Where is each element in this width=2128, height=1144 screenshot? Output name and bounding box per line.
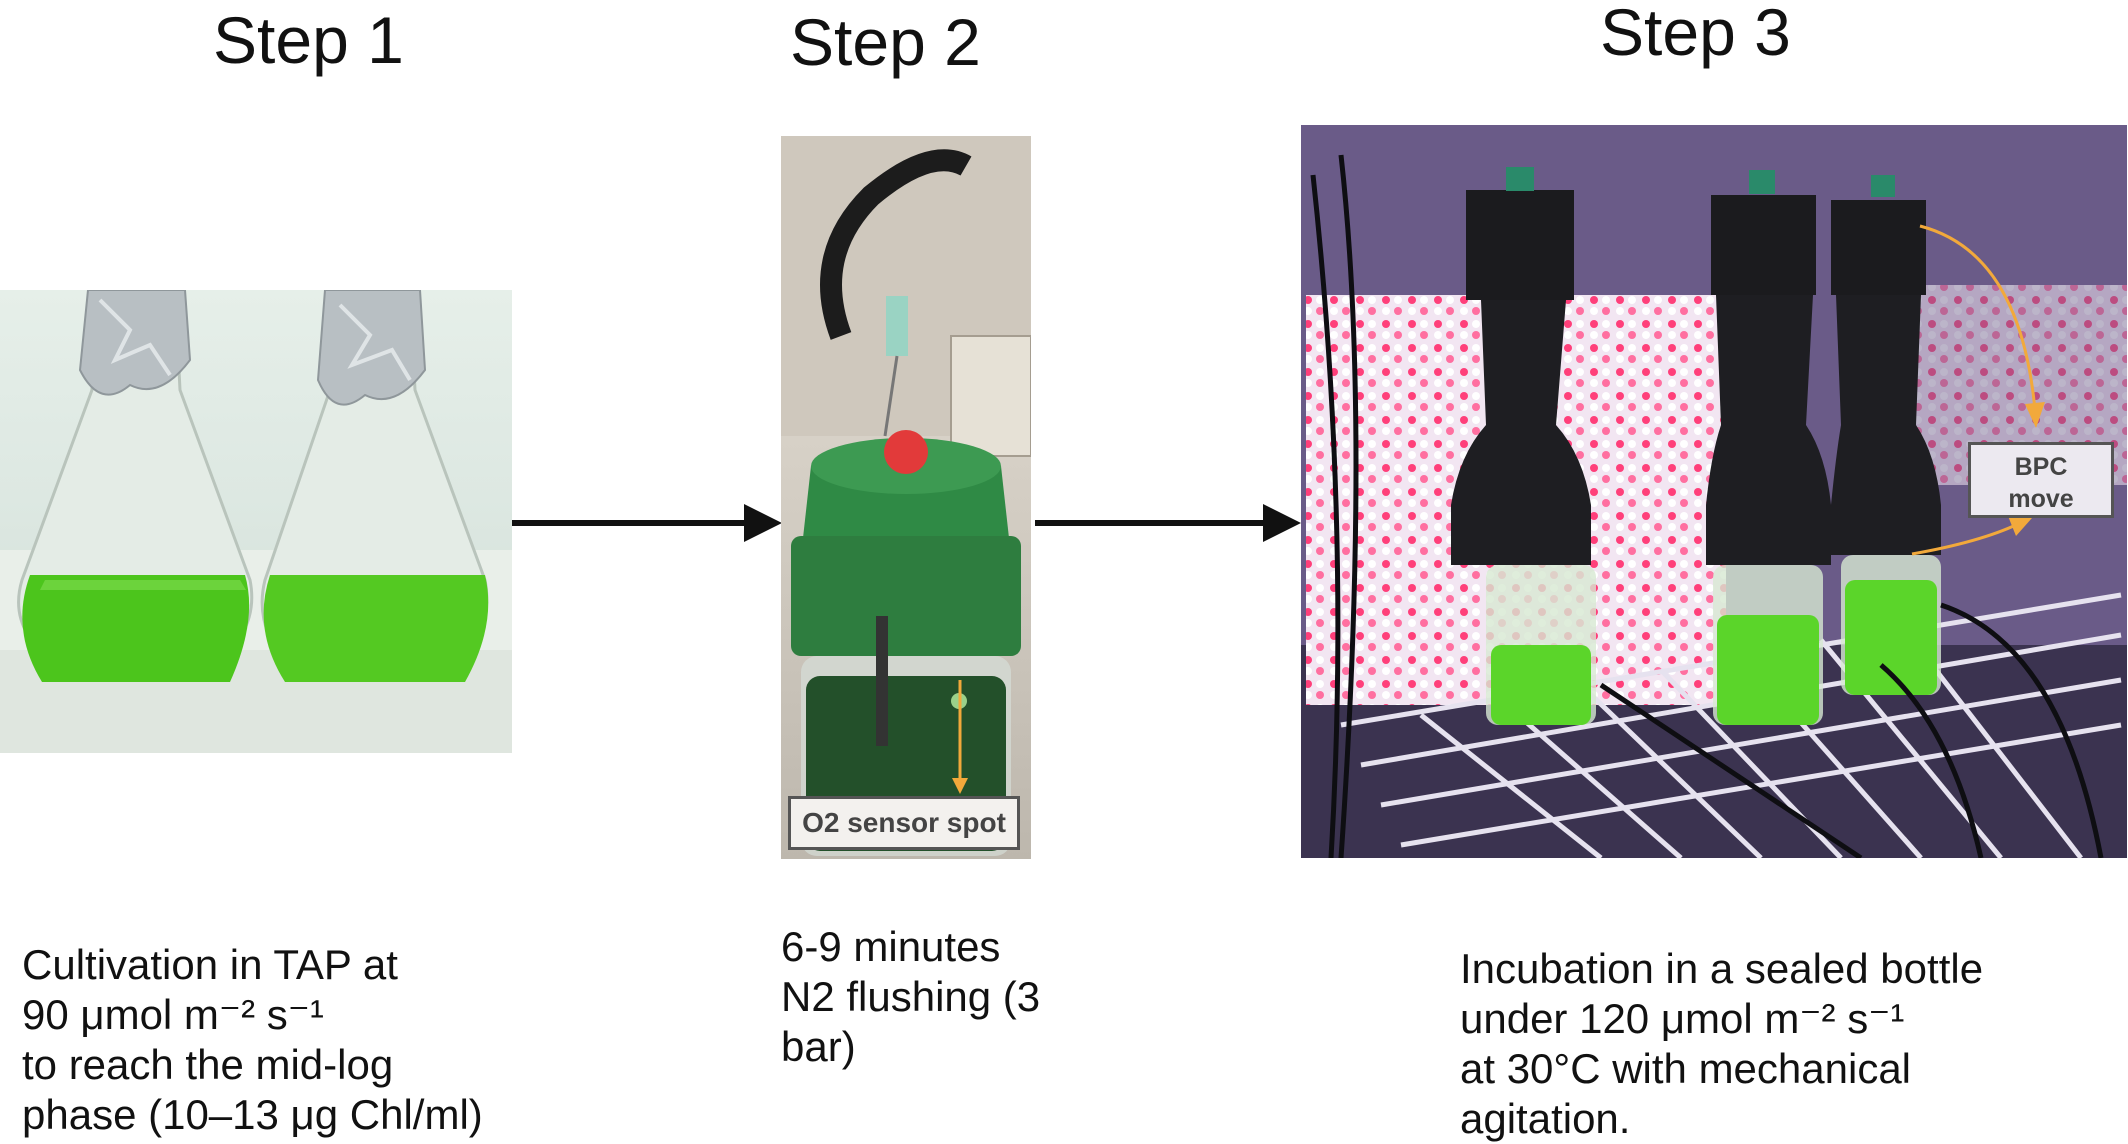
- step-2-caption-line: bar): [781, 1023, 856, 1070]
- step-3-caption-line: agitation.: [1460, 1095, 1631, 1142]
- step-3-title: Step 3: [1600, 0, 1791, 69]
- step-1-caption-line: Cultivation in TAP at: [22, 941, 398, 988]
- step-3-caption-line: at 30°C with mechanical: [1460, 1045, 1912, 1092]
- bpc-label-line-1: BPC: [2014, 453, 2068, 481]
- step-1-title: Step 1: [213, 3, 404, 77]
- bpc-label-line-2: move: [2008, 485, 2074, 513]
- step-2-caption-line: N2 flushing (3: [781, 973, 1041, 1020]
- o2-callout-arrow: [952, 680, 968, 794]
- flask-photo-icon: [0, 290, 512, 753]
- incubation-setup-photo-icon: [1301, 125, 2127, 858]
- step-1-caption-line: phase (10–13 μg Chl/ml): [22, 1091, 483, 1138]
- step-2-caption-line: 6-9 minutes: [781, 923, 1001, 970]
- sealed-bottle-photo-icon: [781, 136, 1031, 859]
- step-3-caption-line: Incubation in a sealed bottle: [1460, 945, 1984, 992]
- step-1-caption-line: to reach the mid-log: [22, 1041, 394, 1088]
- step-3-caption-line: under 120 μmol m⁻² s⁻¹: [1460, 995, 1905, 1042]
- step-2-title: Step 2: [790, 5, 981, 79]
- process-arrow-2: [1035, 504, 1301, 542]
- bpc-callout-arrows: [1911, 224, 2045, 556]
- process-arrow-1: [512, 504, 782, 542]
- step-2-caption: 6-9 minutes N2 flushing (3 bar): [781, 922, 1101, 1072]
- o2-sensor-spot-label: O2 sensor spot: [788, 796, 1020, 850]
- bpc-move-label: BPC move: [1968, 442, 2114, 518]
- step-1-caption: Cultivation in TAP at 90 μmol m⁻² s⁻¹ to…: [22, 940, 582, 1140]
- step-1-caption-line: 90 μmol m⁻² s⁻¹: [22, 991, 324, 1038]
- step-3-caption: Incubation in a sealed bottle under 120 …: [1460, 944, 2100, 1144]
